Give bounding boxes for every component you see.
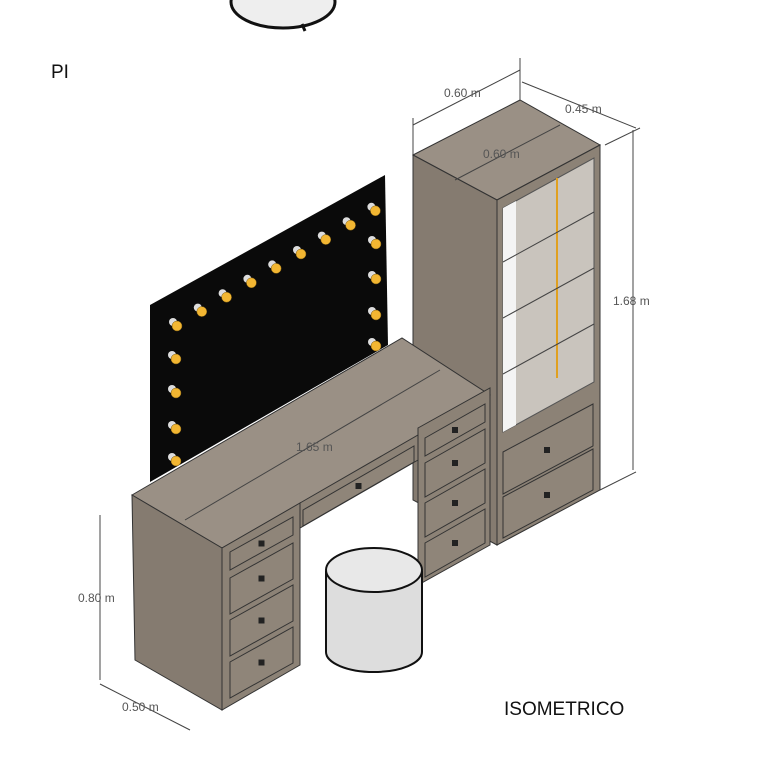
dim-tower-depth: 0.45 m — [565, 102, 602, 116]
bulb-icon — [368, 338, 382, 352]
bulb-icon — [168, 351, 182, 365]
bulb-icon — [368, 236, 382, 250]
drawer-knob — [452, 540, 458, 546]
drawer-knob — [258, 575, 265, 582]
dim-tower-width-top: 0.60 m — [444, 86, 481, 100]
bulb-icon — [367, 202, 381, 217]
dimension-lines — [99, 58, 641, 731]
bulb-icon — [368, 271, 382, 285]
drawer-knob — [258, 617, 265, 624]
drawer[interactable] — [424, 428, 486, 498]
drawer[interactable] — [229, 626, 294, 699]
drawer-knob — [258, 659, 265, 666]
bulb-icon — [368, 307, 382, 321]
bulb-icon — [317, 231, 332, 245]
dim-tower-height: 1.68 m — [613, 294, 650, 308]
view-label: PI — [51, 62, 69, 83]
shelf-tower — [411, 99, 602, 546]
drawer-knob — [452, 427, 458, 433]
stool-top-partial — [229, 0, 337, 32]
dim-desk-depth: 0.50 m — [122, 700, 159, 714]
bulb-icon — [218, 289, 232, 303]
dim-tower-width-inner: 0.60 m — [483, 147, 520, 161]
drawer-knob — [452, 500, 458, 506]
drawer[interactable] — [302, 445, 415, 527]
drawer-knob — [258, 540, 265, 547]
drawer[interactable] — [229, 584, 294, 657]
lighted-mirror — [150, 175, 388, 482]
bulb-icon — [342, 217, 356, 231]
desk-drawers — [229, 403, 486, 699]
drawer[interactable] — [424, 508, 486, 578]
bulb-icon — [193, 303, 208, 317]
bulb-icon — [168, 453, 182, 467]
drawer-knob — [452, 460, 458, 466]
bulb-icon — [169, 318, 183, 332]
dim-desk-length: 1.65 m — [296, 440, 333, 454]
bulb-icon — [243, 274, 257, 289]
bulb-icon — [168, 385, 182, 399]
drawer[interactable] — [424, 403, 486, 457]
drawer[interactable] — [229, 542, 294, 615]
vanity-desk — [131, 337, 491, 711]
drawer[interactable] — [424, 468, 486, 538]
bulb-icon — [168, 421, 182, 435]
view-title: ISOMETRICO — [504, 699, 624, 720]
dim-desk-height: 0.80 m — [78, 591, 115, 605]
drawer[interactable] — [229, 516, 294, 571]
stool — [325, 547, 423, 673]
mirror-bulbs — [168, 202, 382, 467]
bulb-icon — [293, 246, 307, 260]
bulb-icon — [268, 260, 282, 274]
drawer-knob — [355, 483, 362, 489]
